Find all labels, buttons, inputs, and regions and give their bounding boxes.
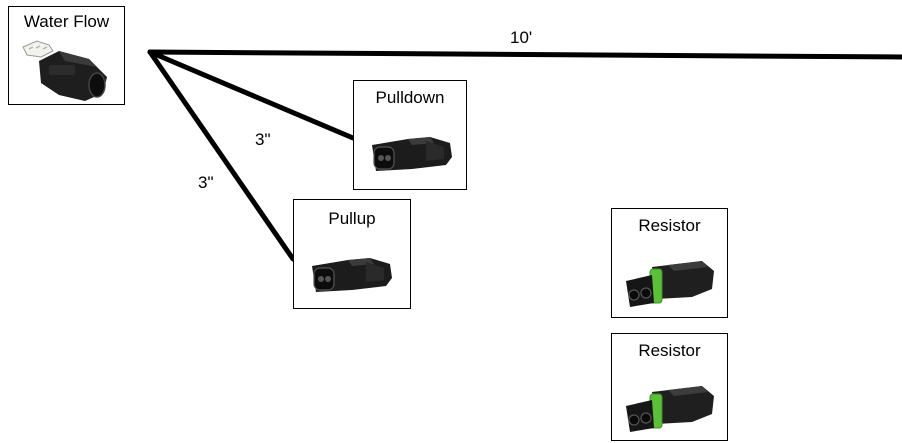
resistor-label-1: Resistor [638, 216, 701, 235]
wires [147, 49, 902, 262]
pullup-wire-length-label: 3" [198, 173, 214, 192]
pulldown-label: Pulldown [375, 88, 445, 107]
pulldown-wire-length-label: 3" [255, 130, 271, 149]
pullup-wire [147, 49, 296, 262]
two-pin-sealed-connector-icon [626, 261, 714, 307]
pullup-connector-box: Pullup [293, 199, 411, 309]
resistor-connector-box-2: Resistor [611, 333, 728, 441]
two-pin-sealed-connector-icon [626, 386, 714, 432]
pullup-label: Pullup [328, 209, 376, 228]
two-pin-connector-icon [312, 258, 392, 292]
two-pin-connector-icon [372, 137, 452, 171]
main-wire [147, 49, 902, 60]
main-wire-length-label: 10' [510, 28, 533, 47]
pulldown-connector-box: Pulldown [353, 80, 467, 190]
resistor-label-2: Resistor [638, 341, 701, 360]
water-flow-connector-box: Water Flow [8, 6, 125, 105]
three-pin-connector-icon [22, 40, 107, 101]
pulldown-wire [147, 49, 356, 141]
water-flow-label: Water Flow [23, 12, 110, 31]
resistor-connector-box-1: Resistor [611, 208, 728, 318]
